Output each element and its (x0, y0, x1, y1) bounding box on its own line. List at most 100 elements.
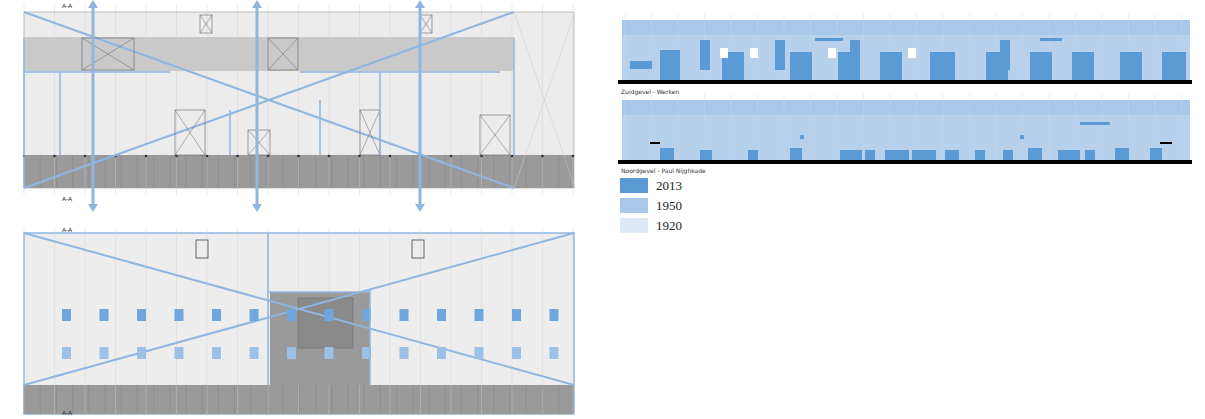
drawing-part (451, 228, 452, 416)
window (137, 309, 146, 321)
drawing-part (299, 385, 300, 414)
drawing-part (493, 385, 494, 414)
drawing-part (24, 385, 574, 414)
legend-label: 2013 (656, 179, 682, 192)
window (212, 309, 221, 321)
facade-opening (1058, 150, 1080, 160)
drawing-part (24, 4, 25, 195)
drawing-part (88, 0, 98, 8)
drawing-part (461, 155, 462, 188)
drawing-part (360, 110, 380, 155)
facade-opening (885, 150, 909, 160)
drawing-part (59, 72, 61, 155)
drawing-part (379, 72, 381, 155)
drawing-part (24, 71, 170, 73)
drawing-part (348, 155, 349, 188)
drawing-part (380, 155, 381, 188)
window (250, 347, 259, 359)
drawing-part (82, 38, 134, 70)
drawing-part (250, 155, 251, 188)
drawing-part (481, 4, 482, 195)
drawing-part (420, 15, 432, 33)
facade-opening (930, 52, 955, 80)
window (325, 309, 334, 321)
drawing-part (511, 155, 514, 158)
drawing-part (200, 15, 212, 33)
drawing-part (1181, 94, 1182, 160)
drawing-part (202, 155, 203, 188)
drawing-part (24, 228, 25, 416)
drawing-part (207, 4, 208, 195)
drawing-part (996, 94, 997, 160)
drawing-part (234, 155, 235, 188)
drawing-part (268, 38, 298, 70)
drawing-part (84, 155, 87, 158)
drawing-part (720, 48, 728, 58)
drawing-part (837, 94, 838, 160)
drawing-part (815, 38, 843, 41)
drawing-part (514, 12, 575, 188)
axis-arrow (92, 6, 95, 206)
drawing-part (267, 155, 268, 188)
drawing-part (526, 385, 527, 414)
window (287, 309, 296, 321)
legend-label: 1920 (656, 219, 682, 232)
drawing-part (450, 155, 453, 158)
drawing-part (573, 228, 574, 416)
drawing-part (513, 38, 515, 155)
drawing-part (331, 155, 332, 188)
drawing-part (299, 155, 300, 188)
facade-opening (1003, 150, 1013, 160)
drawing-part (248, 130, 270, 155)
drawing-part (202, 385, 203, 414)
drawing-part (415, 204, 425, 212)
drawing-part (622, 115, 1190, 160)
drawing-part (396, 385, 397, 414)
drawing-part (88, 385, 89, 414)
drawing-part (206, 155, 209, 158)
drawing-part (248, 130, 270, 155)
drawing-part (196, 240, 208, 258)
window (475, 309, 484, 321)
drawing-part (54, 4, 55, 195)
drawing-part (1022, 14, 1023, 80)
window (475, 347, 484, 359)
drawing-part (137, 155, 138, 188)
window (287, 347, 296, 359)
drawing-part (175, 110, 205, 155)
drawing-part (630, 61, 652, 69)
drawing-part (218, 155, 219, 188)
facade (622, 100, 1190, 160)
drawing-part (176, 228, 177, 416)
drawing-part (412, 385, 413, 414)
window (550, 309, 559, 321)
drawing-part (54, 228, 55, 416)
drawing-part (329, 4, 330, 195)
facade-opening (1162, 52, 1186, 80)
drawing-part (542, 4, 543, 195)
facade-opening (1115, 148, 1129, 160)
drawing-part (283, 155, 284, 188)
facade-opening (1028, 148, 1042, 160)
drawing-part (268, 291, 370, 293)
drawing-part (542, 228, 543, 416)
window (62, 347, 71, 359)
drawing-part (828, 48, 836, 58)
drawing-part (300, 71, 500, 73)
drawing-part (207, 228, 208, 416)
drawing-part (1049, 94, 1050, 160)
drawing-part (390, 228, 391, 416)
drawing-part (512, 4, 513, 195)
drawing-part (146, 4, 147, 195)
drawing-part (105, 385, 106, 414)
drawing-part (236, 155, 239, 158)
drawing-part (72, 385, 73, 414)
drawing-part (146, 228, 147, 416)
drawing-part (512, 228, 513, 416)
drawing-part (200, 15, 212, 33)
drawing-part (390, 4, 391, 195)
drawing-part (969, 14, 970, 80)
window (512, 347, 521, 359)
drawing-part (360, 110, 380, 155)
